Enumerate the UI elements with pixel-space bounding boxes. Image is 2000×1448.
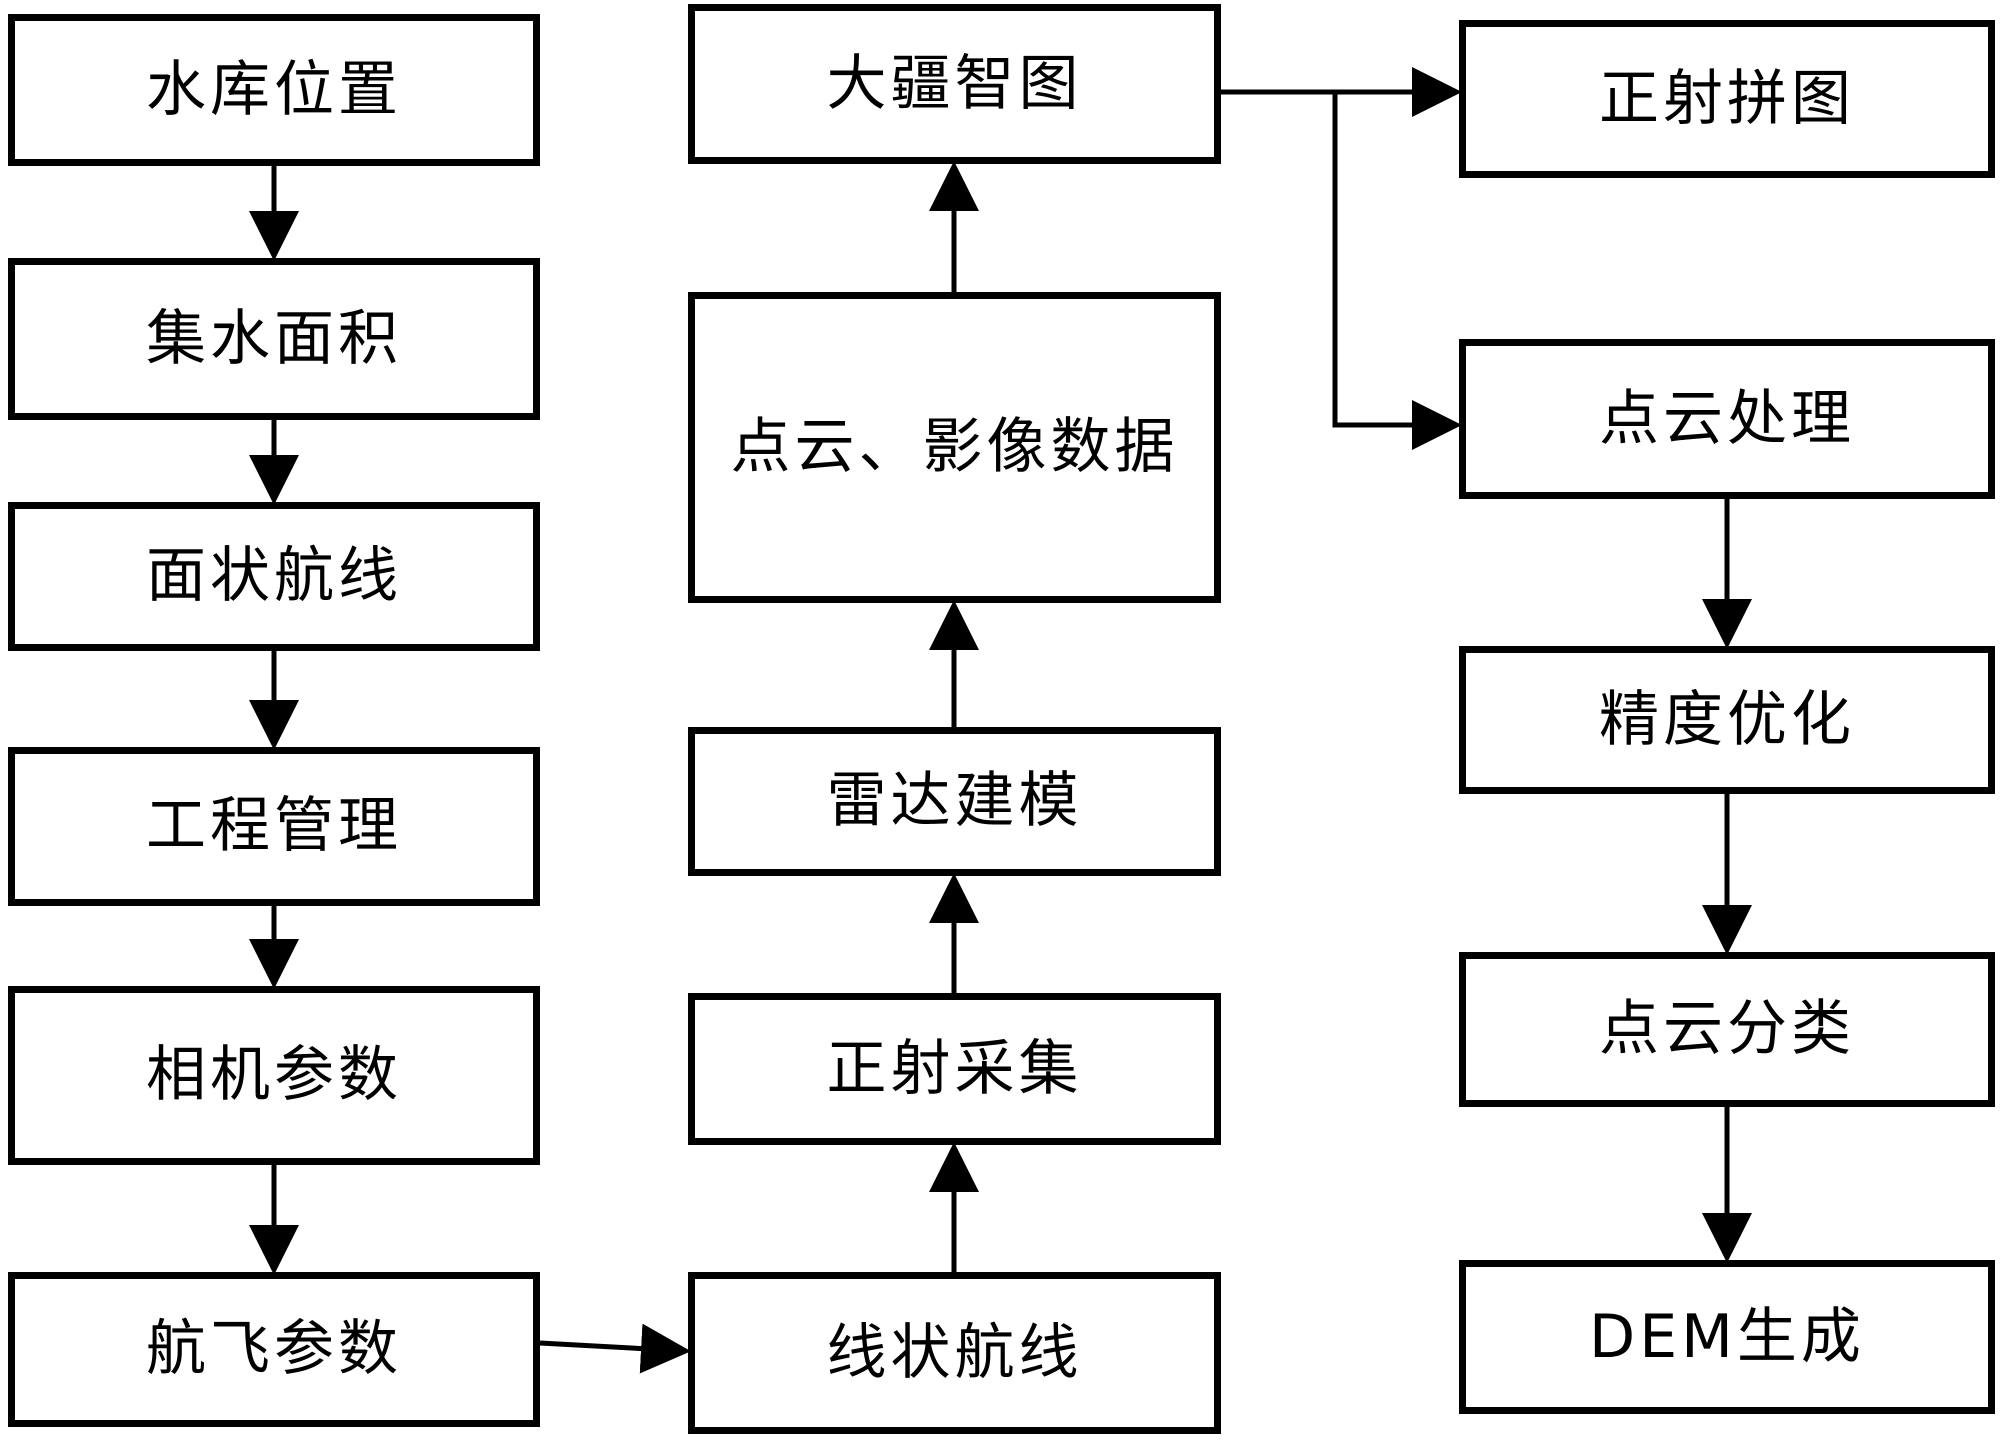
- node-accuracy-optimization: 精度优化: [1459, 646, 1995, 794]
- node-label: 正射采集: [826, 1033, 1083, 1104]
- node-label: 雷达建模: [826, 766, 1083, 836]
- node-label: DEM生成: [1589, 1301, 1865, 1372]
- node-ortho-mosaic: 正射拼图: [1459, 20, 1995, 178]
- node-label: 点云处理: [1599, 383, 1855, 454]
- node-flight-params: 航飞参数: [8, 1272, 540, 1427]
- node-area-route: 面状航线: [8, 502, 540, 651]
- node-label: 线状航线: [826, 1317, 1083, 1388]
- node-linear-route: 线状航线: [688, 1272, 1221, 1434]
- node-label: 正射拼图: [1599, 63, 1855, 134]
- node-project-management: 工程管理: [8, 747, 540, 906]
- node-label: 航飞参数: [146, 1314, 402, 1384]
- node-pointcloud-classification: 点云分类: [1459, 952, 1995, 1107]
- node-label: 面状航线: [146, 541, 402, 611]
- node-label: 大疆智图: [826, 48, 1083, 119]
- arrow-flight-params-to-linear-route: [539, 1323, 691, 1374]
- node-dem-generation: DEM生成: [1459, 1260, 1995, 1414]
- node-label: 工程管理: [146, 791, 402, 861]
- node-label: 点云、影像数据: [730, 412, 1179, 482]
- arrow-dji-terra-to-pointcloud-processing: [1332, 92, 1462, 450]
- node-label: 集水面积: [146, 303, 402, 374]
- node-pointcloud-processing: 点云处理: [1459, 339, 1995, 499]
- node-camera-params: 相机参数: [8, 986, 540, 1165]
- node-reservoir-location: 水库位置: [8, 14, 540, 166]
- node-label: 点云分类: [1599, 994, 1855, 1064]
- node-label: 相机参数: [146, 1040, 402, 1110]
- node-label: 精度优化: [1599, 684, 1855, 755]
- node-label: 水库位置: [146, 54, 402, 125]
- node-pointcloud-image-data: 点云、影像数据: [688, 292, 1221, 603]
- node-lidar-modeling: 雷达建模: [688, 727, 1221, 876]
- node-dji-terra: 大疆智图: [688, 4, 1221, 164]
- node-catchment-area: 集水面积: [8, 258, 540, 420]
- node-ortho-capture: 正射采集: [688, 993, 1221, 1145]
